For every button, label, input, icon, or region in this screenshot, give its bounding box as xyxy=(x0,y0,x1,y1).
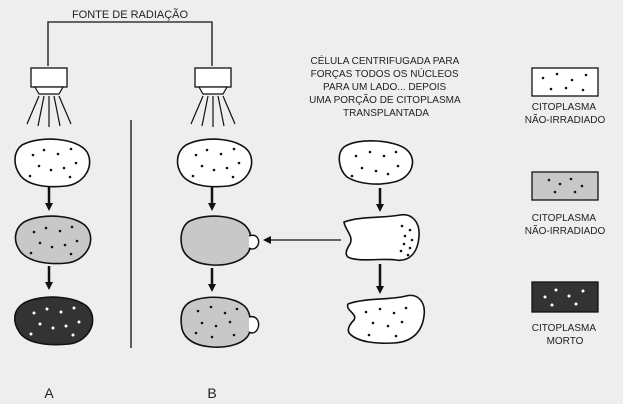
cell-b-gray-empty xyxy=(180,215,252,266)
cell-a-gray xyxy=(14,215,92,265)
column-label-a: A xyxy=(44,385,54,401)
nuclei-dots xyxy=(350,150,400,178)
legend-label: CITOPLASMA MORTO xyxy=(532,323,599,347)
legend-item-2: CITOPLASMA NÃO-IRRADIADO xyxy=(525,171,606,237)
cell-b-white xyxy=(176,138,253,188)
nuclei-dots xyxy=(29,225,79,256)
cell-remainder xyxy=(346,294,426,345)
legend-swatch-gray xyxy=(531,171,599,201)
nuclei-dots xyxy=(28,147,78,179)
cell-bud xyxy=(248,315,260,334)
legend-swatch-white xyxy=(531,67,599,97)
nuclei-dots xyxy=(194,305,239,339)
cell-centrifuged xyxy=(343,213,420,261)
source-connector-line xyxy=(47,21,213,66)
nuclei-dots xyxy=(364,306,408,338)
legend-label: CITOPLASMA NÃO-IRRADIADO xyxy=(525,102,606,126)
procedure-text: CÉLULA CENTRIFUGADA PARA FORÇAS TODOS OS… xyxy=(309,54,463,119)
legend-swatch-dark xyxy=(531,281,599,313)
column-label-b: B xyxy=(207,385,216,401)
nuclei-dots xyxy=(29,306,81,337)
legend-item-1: CITOPLASMA NÃO-IRRADIADO xyxy=(525,67,606,126)
nuclei-dots xyxy=(399,224,414,257)
legend-label: CITOPLASMA NÃO-IRRADIADO xyxy=(525,213,606,237)
radiation-lamp-icon xyxy=(26,67,72,127)
nuclei-dots xyxy=(191,147,241,179)
cell-bud xyxy=(248,234,260,250)
cell-donor xyxy=(338,140,414,185)
legend-item-3: CITOPLASMA MORTO xyxy=(531,281,599,347)
cell-a-dark xyxy=(14,296,94,346)
cell-b-recipient xyxy=(180,296,252,348)
cell-a-white xyxy=(14,138,91,188)
source-label: FONTE DE RADIAÇÃO xyxy=(72,8,189,21)
radiation-lamp-icon xyxy=(190,67,236,127)
